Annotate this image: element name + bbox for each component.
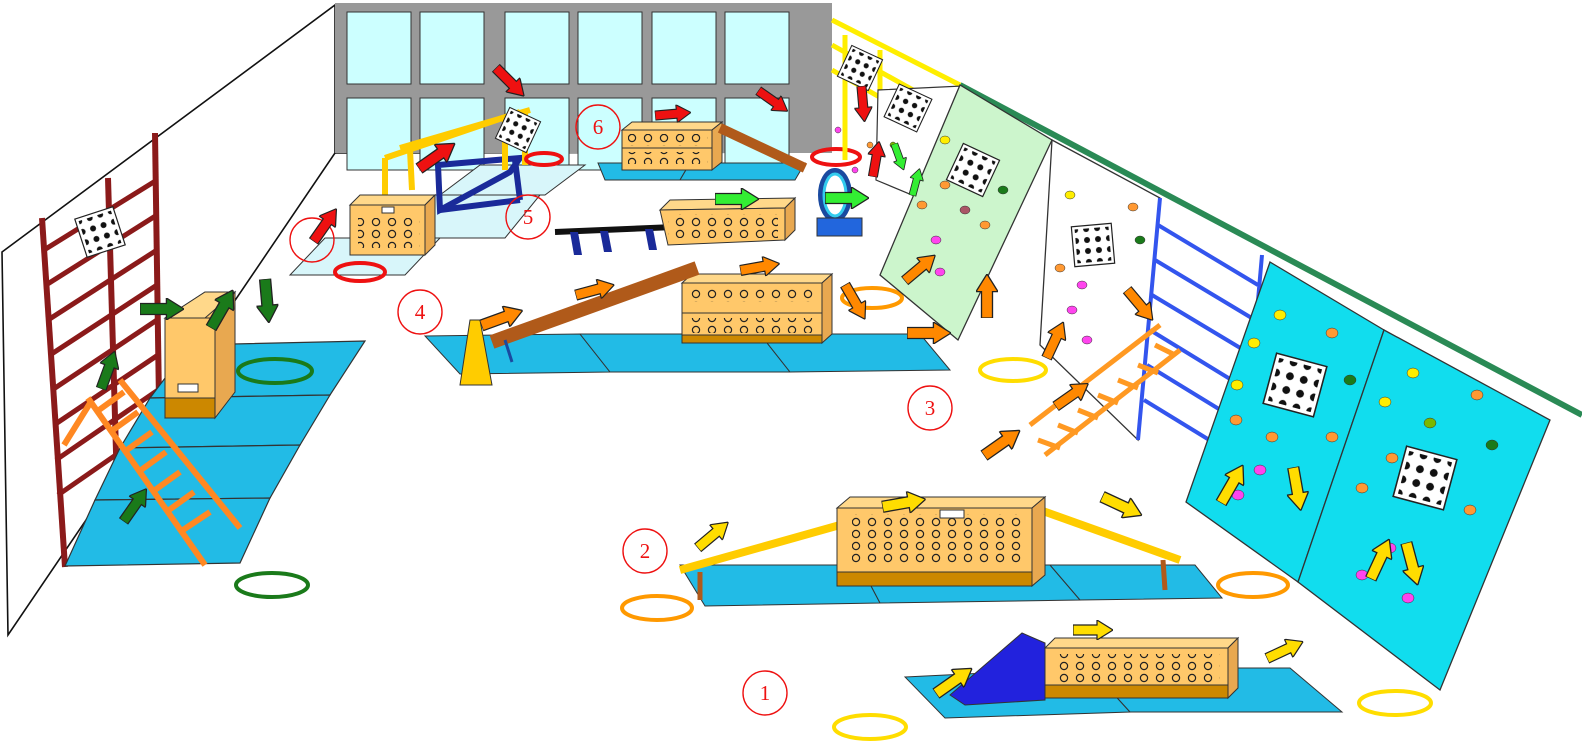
station-number: 1 (760, 681, 771, 705)
hoop-ring-icon (840, 286, 904, 310)
grid-target-icon (1070, 222, 1116, 268)
station-number: 4 (415, 300, 426, 324)
hoop-ring-icon (236, 357, 314, 385)
roof-line (958, 82, 1582, 418)
station6-plank (717, 123, 808, 173)
station-marker-3: 3 (907, 385, 953, 431)
station-marker-4: 4 (397, 289, 443, 335)
station-marker-6: 6 (575, 104, 621, 150)
station6-box (620, 120, 724, 172)
station2-beam (678, 506, 1182, 600)
station-number-markers: 1 2 3 4 5 6 (397, 104, 953, 716)
station5-frame (382, 107, 531, 215)
station4-plank (489, 261, 700, 349)
station-number: 6 (593, 115, 604, 139)
direction-arrow-icon (254, 278, 280, 324)
station1-box (1043, 636, 1240, 700)
direction-arrow-icon (1097, 486, 1147, 526)
window-pane (504, 11, 570, 85)
station-number: 2 (640, 539, 651, 563)
station-marker-1: 1 (742, 670, 788, 716)
station5-box (348, 193, 437, 257)
climb-wall-cyan-2 (1297, 329, 1551, 692)
station-number: 5 (523, 205, 534, 229)
window-pane (651, 11, 717, 85)
direction-arrow-icon (977, 421, 1027, 465)
direction-arrow-icon (1262, 632, 1308, 668)
hoop-ring-icon (620, 594, 694, 622)
station-marker-circle (289, 217, 335, 263)
station4-box-lower (680, 272, 834, 345)
window-pane (346, 97, 412, 171)
hoop-ring-icon (978, 357, 1048, 383)
direction-arrow-icon (691, 514, 735, 556)
hoop-ring-icon (524, 151, 564, 167)
hoop-ring-icon (1357, 689, 1433, 717)
window-pane (419, 11, 485, 85)
window-pane (724, 11, 790, 85)
station4-trestle (459, 319, 514, 386)
window-pane (577, 11, 643, 85)
station2-box (835, 495, 1047, 588)
hoop-ring-icon (333, 261, 387, 283)
hoop-ring-icon (234, 571, 310, 599)
station-marker-2: 2 (622, 528, 668, 574)
right-ladder (1028, 323, 1182, 457)
hoop-ring-icon (1216, 571, 1290, 599)
direction-arrow-icon (1073, 620, 1113, 640)
window-pane (346, 11, 412, 85)
hoop-ring-icon (832, 713, 908, 741)
hoop-ring-icon (810, 147, 862, 167)
station-number: 3 (925, 396, 936, 420)
climbing-holds (834, 126, 1499, 604)
station-marker-5: 5 (505, 194, 551, 240)
left-ladder (61, 378, 243, 567)
